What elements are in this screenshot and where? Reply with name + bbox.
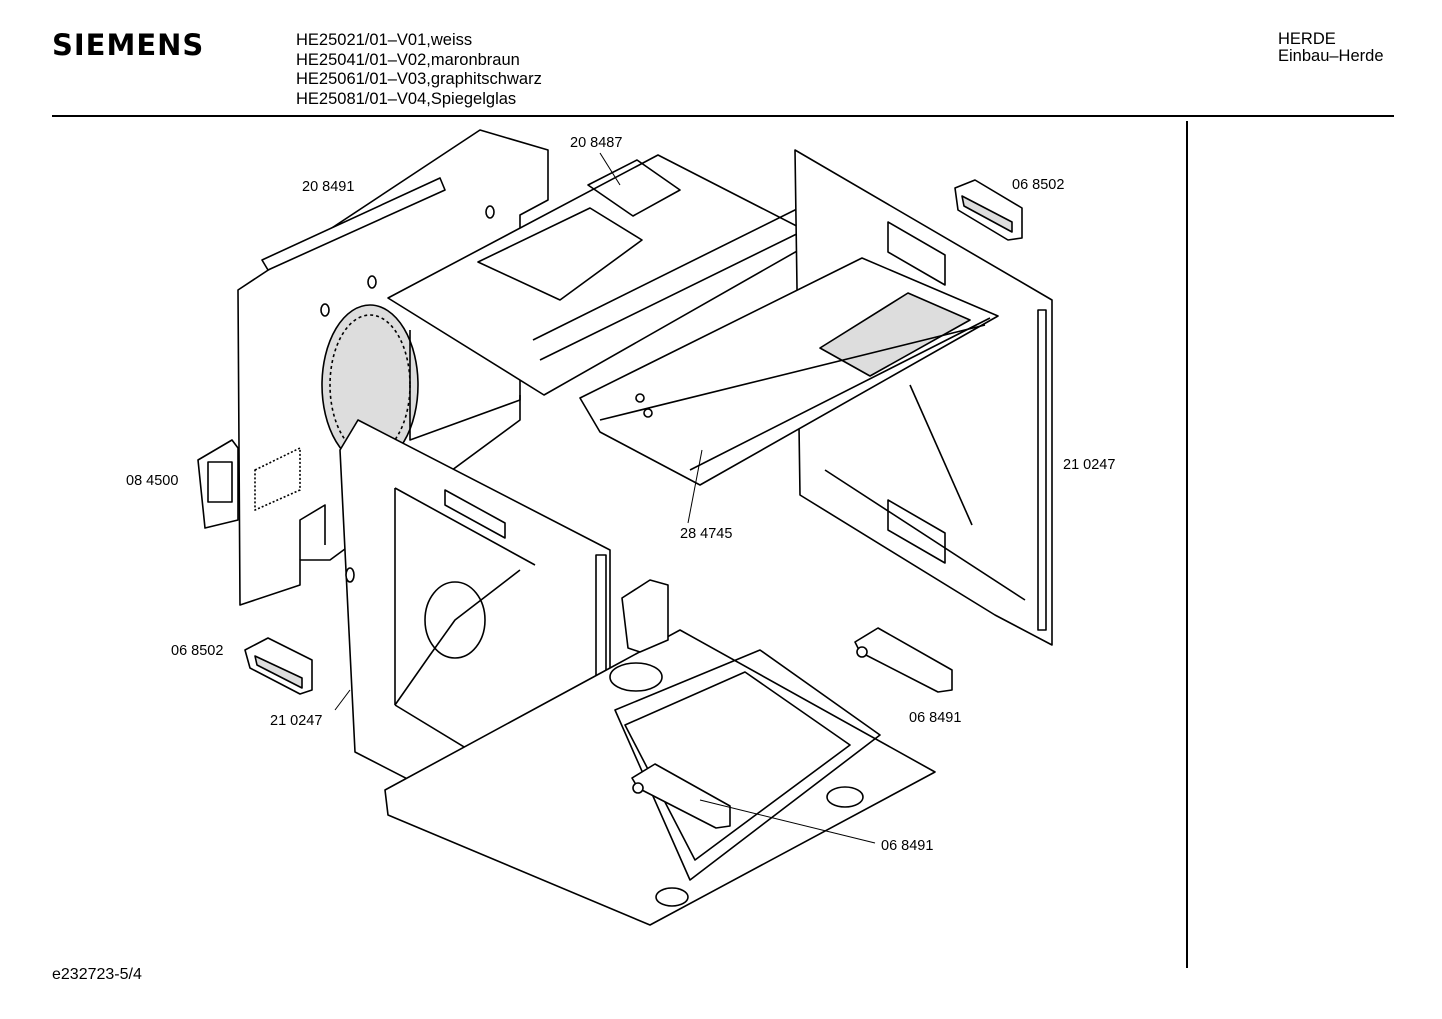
category-line: HERDE [1278, 30, 1336, 48]
part-label: 06 8491 [909, 710, 961, 726]
part-label: 28 4745 [680, 526, 732, 542]
part-label: 20 8487 [570, 135, 622, 151]
rail-bracket [631, 763, 731, 829]
rail-bracket [854, 627, 953, 693]
model-list: HE25021/01–V01,weiss HE25041/01–V02,maro… [296, 31, 542, 109]
roof-tray [579, 257, 999, 486]
side-divider [1186, 121, 1188, 968]
part-label: 21 0247 [270, 713, 322, 729]
part-label: 08 4500 [126, 473, 178, 489]
part-label: 21 0247 [1063, 457, 1115, 473]
part-label: 06 8502 [1012, 177, 1064, 193]
model-line: HE25021/01–V01,weiss [296, 31, 473, 49]
part-label: 06 8491 [881, 838, 933, 854]
handle-clip [954, 179, 1023, 241]
drawing-code: e232723-5/4 [52, 966, 142, 983]
model-line: HE25041/01–V02,maronbraun [296, 50, 520, 69]
model-line: HE25081/01–V04,Spiegelglas [296, 89, 517, 108]
control-bracket [197, 439, 301, 529]
leader-lines [334, 152, 876, 844]
handle-clip [244, 637, 313, 695]
brand-logo: SIEMENS [52, 28, 205, 62]
model-line: HE25061/01–V03,graphitschwarz [296, 70, 542, 88]
category-line: Einbau–Herde [1278, 47, 1384, 65]
header-divider [52, 115, 1394, 117]
part-label: 06 8502 [171, 643, 223, 659]
category-label: HERDE Einbau–Herde [1278, 31, 1384, 65]
part-label: 20 8491 [302, 179, 354, 195]
